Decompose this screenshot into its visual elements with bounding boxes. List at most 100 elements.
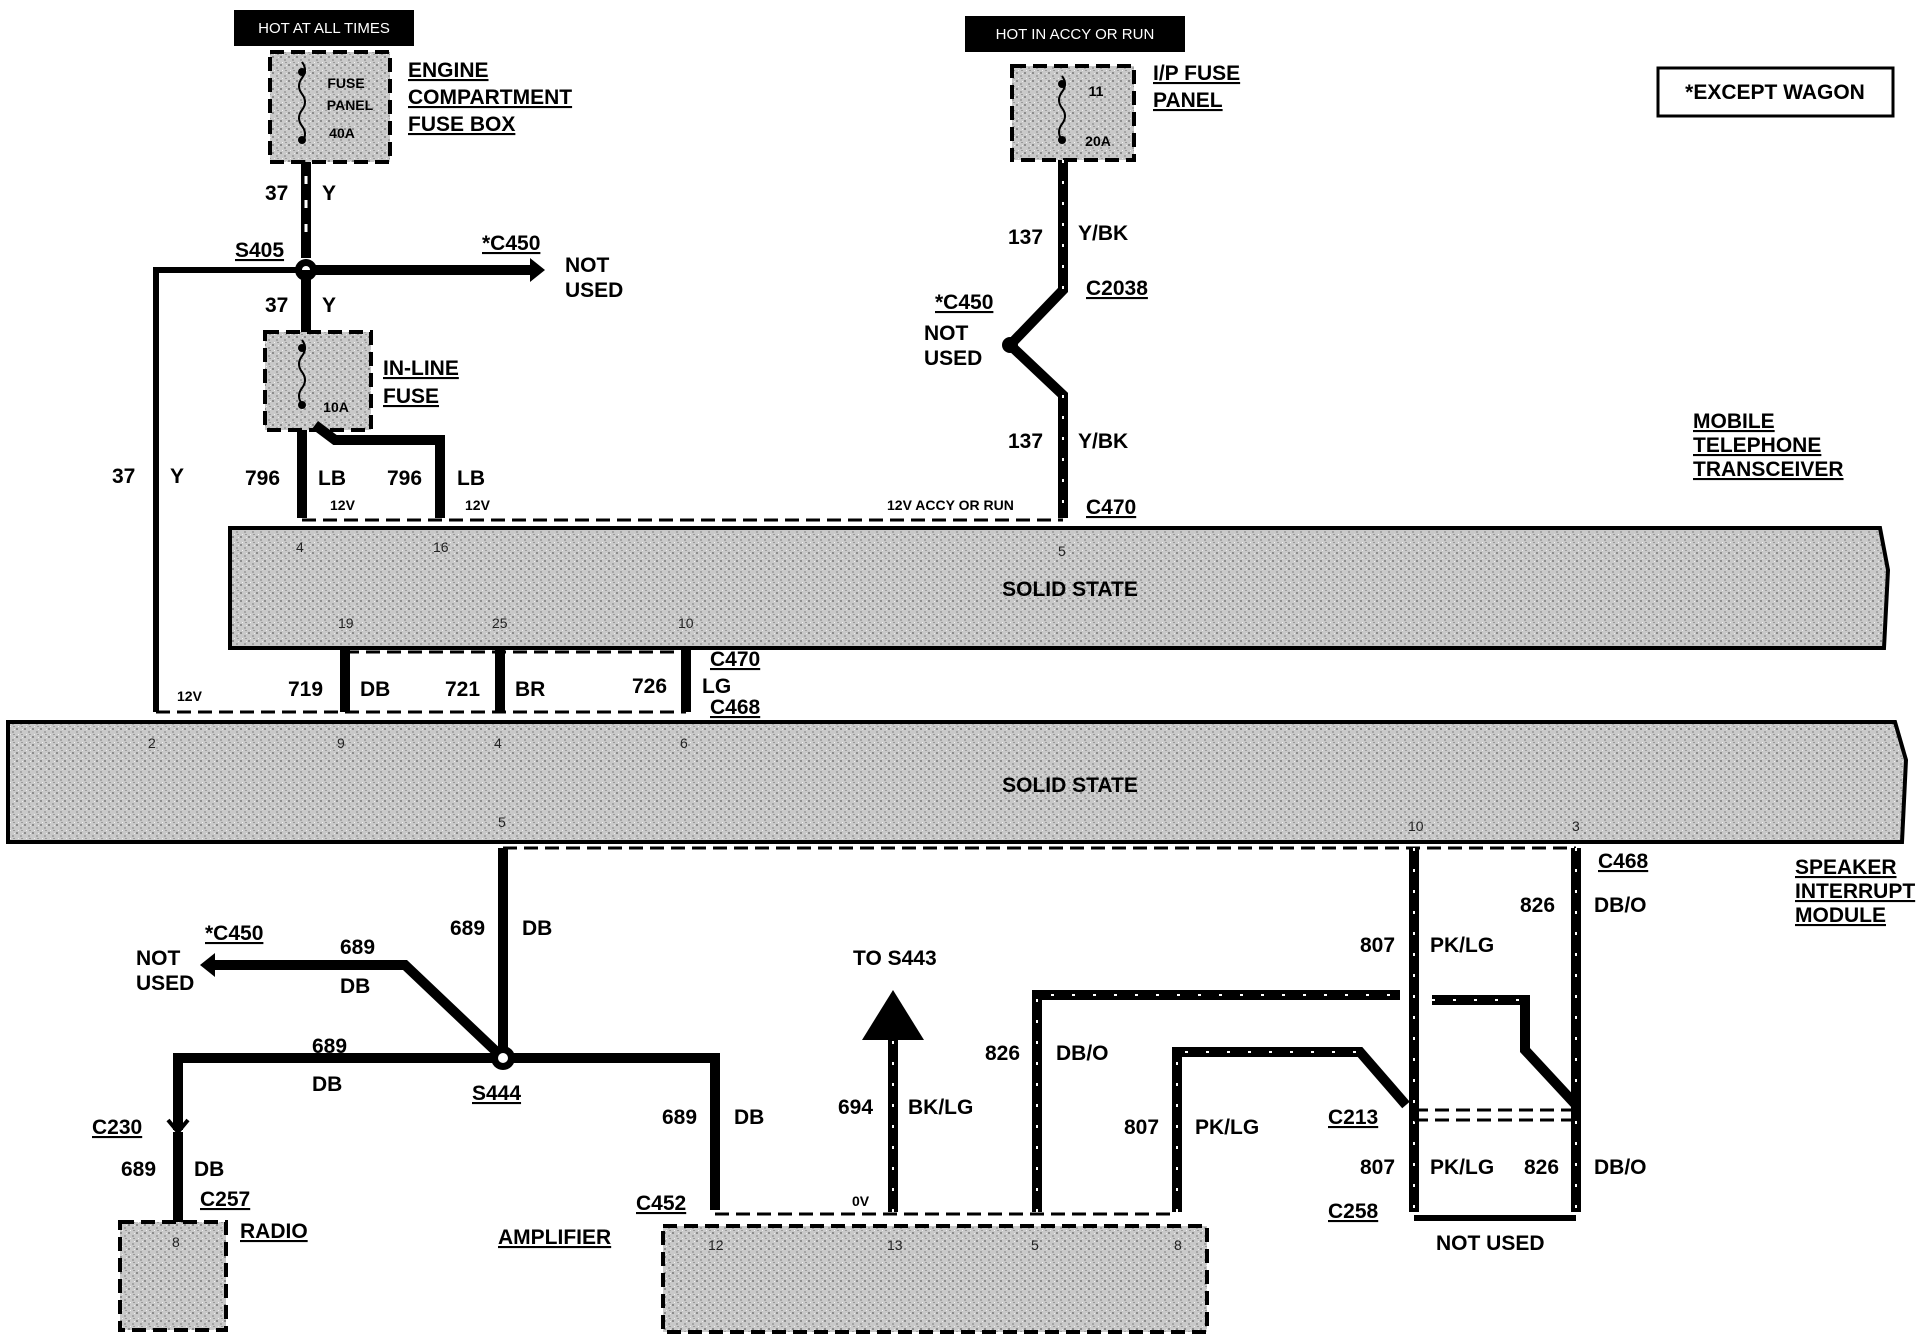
engine-fuse-box-label-2: COMPARTMENT: [408, 86, 572, 109]
wire-807-amp-number: 807: [1124, 1116, 1159, 1139]
c468-label-mid: C468: [710, 696, 761, 719]
svg-text:3: 3: [1572, 818, 1580, 834]
mobile-telephone-label-1: MOBILE: [1693, 410, 1775, 433]
not-used-top-2: USED: [565, 279, 623, 302]
wire-694-color: BK/LG: [908, 1096, 973, 1119]
wire-137-number-top: 137: [1008, 226, 1043, 249]
radio-label: RADIO: [240, 1220, 308, 1243]
svg-text:12: 12: [708, 1237, 724, 1253]
svg-text:20A: 20A: [1085, 133, 1111, 149]
wire-807-lower-color: PK/LG: [1430, 1156, 1494, 1179]
not-used-right-1: NOT: [924, 322, 969, 345]
c2038-label: C2038: [1086, 277, 1148, 300]
wire-721-color: BR: [515, 678, 545, 701]
svg-text:16: 16: [433, 539, 449, 555]
svg-text:HOT IN ACCY OR RUN: HOT IN ACCY OR RUN: [996, 26, 1155, 43]
voltage-12v-accy: 12V ACCY OR RUN: [887, 497, 1014, 513]
svg-text:5: 5: [1031, 1237, 1039, 1253]
wire-807-amp-color: PK/LG: [1195, 1116, 1259, 1139]
wire-689-number-a: 689: [450, 917, 485, 940]
not-used-c258: NOT USED: [1436, 1232, 1545, 1255]
engine-fuse-box-label-3: FUSE BOX: [408, 113, 515, 136]
svg-text:HOT AT ALL TIMES: HOT AT ALL TIMES: [258, 20, 390, 37]
svg-text:25: 25: [492, 615, 508, 631]
wire-37-left-number: 37: [112, 465, 135, 488]
hot-in-accy-header: HOT IN ACCY OR RUN: [965, 16, 1185, 52]
svg-text:4: 4: [296, 539, 304, 555]
to-s443-label: TO S443: [853, 947, 937, 970]
c450-label-top: *C450: [482, 232, 540, 255]
wire-689-radio: [173, 1053, 503, 1130]
c450-label-right: *C450: [935, 291, 993, 314]
inline-fuse: 10A: [263, 330, 373, 432]
speaker-interrupt-label-2: INTERRUPT: [1795, 880, 1915, 903]
wire-796-b-color: LB: [457, 467, 485, 490]
ip-fuse-panel-label-1: I/P FUSE: [1153, 62, 1240, 85]
wire-826-lower-color: DB/O: [1594, 1156, 1647, 1179]
except-wagon-note: *EXCEPT WAGON: [1656, 66, 1895, 118]
svg-text:SOLID STATE: SOLID STATE: [1002, 774, 1138, 797]
speaker-interrupt-label-1: SPEAKER: [1795, 856, 1897, 879]
wire-826-amp-number: 826: [985, 1042, 1020, 1065]
wire-796-a-color: LB: [318, 467, 346, 490]
wire-137-color-top: Y/BK: [1078, 222, 1128, 245]
svg-text:40A: 40A: [329, 125, 355, 141]
arrow-to-s443: [862, 990, 924, 1040]
arrow-letter: A: [884, 1012, 901, 1039]
not-used-bottom-1: NOT: [136, 947, 181, 970]
wire-807-lower-number: 807: [1360, 1156, 1395, 1179]
not-used-top-1: NOT: [565, 254, 610, 277]
wire-37-y-left: [153, 267, 306, 712]
wire-719-number: 719: [288, 678, 323, 701]
wire-37-lower-color: Y: [322, 294, 336, 317]
svg-text:2: 2: [148, 735, 156, 751]
svg-text:6: 6: [680, 735, 688, 751]
wire-689-number-e: 689: [662, 1106, 697, 1129]
wire-796-a-number: 796: [245, 467, 280, 490]
ip-fuse-panel: 11 20A: [1010, 64, 1136, 162]
svg-text:9: 9: [337, 735, 345, 751]
svg-text:13: 13: [887, 1237, 903, 1253]
mobile-telephone-label-2: TELEPHONE: [1693, 434, 1821, 457]
wire-694-number: 694: [838, 1096, 873, 1119]
svg-text:4: 4: [494, 735, 502, 751]
svg-text:10: 10: [1408, 818, 1424, 834]
voltage-12v-left: 12V: [177, 688, 203, 704]
wire-37-color: Y: [322, 182, 336, 205]
engine-fuse-box-label-1: ENGINE: [408, 59, 489, 82]
c468-label-right: C468: [1598, 850, 1649, 873]
speaker-interrupt-label-3: MODULE: [1795, 904, 1886, 927]
wire-37-left-color: Y: [170, 465, 184, 488]
wire-689-number-d: 689: [121, 1158, 156, 1181]
wire-726-color: LG: [702, 675, 731, 698]
inline-fuse-label-1: IN-LINE: [383, 357, 459, 380]
not-used-right-2: USED: [924, 347, 982, 370]
svg-text:8: 8: [1174, 1237, 1182, 1253]
c213-label: C213: [1328, 1106, 1378, 1129]
wire-826-module-color: DB/O: [1594, 894, 1647, 917]
svg-text:*EXCEPT WAGON: *EXCEPT WAGON: [1685, 81, 1865, 104]
wire-807-module-color: PK/LG: [1430, 934, 1494, 957]
amplifier-module: 12 13 5 8: [661, 1224, 1209, 1334]
svg-text:10: 10: [678, 615, 694, 631]
svg-text:FUSE: FUSE: [327, 75, 364, 91]
wire-689-color-d: DB: [194, 1158, 224, 1181]
wire-826-module-number: 826: [1520, 894, 1555, 917]
c230-label: C230: [92, 1116, 142, 1139]
s444-label: S444: [472, 1082, 521, 1105]
c452-label: C452: [636, 1192, 686, 1215]
wire-137: [1002, 160, 1068, 518]
wire-721-number: 721: [445, 678, 480, 701]
wire-826-amp: [1032, 990, 1400, 1212]
wire-689-color-b: DB: [340, 975, 370, 998]
wire-796-b-number: 796: [387, 467, 422, 490]
wire-826-crossover: [1432, 995, 1580, 1109]
svg-text:8: 8: [172, 1234, 180, 1250]
speaker-interrupt-module: SOLID STATE 2 9 4 6 5 10 3: [6, 720, 1909, 844]
radio-module: 8: [118, 1220, 228, 1332]
not-used-bottom-2: USED: [136, 972, 194, 995]
voltage-12v-a: 12V: [330, 497, 356, 513]
svg-text:5: 5: [1058, 543, 1066, 559]
mobile-telephone-transceiver: SOLID STATE 4 16 5 19 25 10: [228, 526, 1891, 650]
